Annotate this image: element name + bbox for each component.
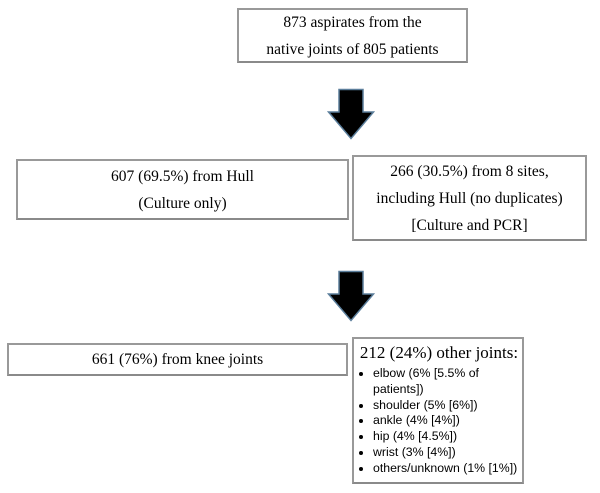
bottom-right-box-other-joints: 212 (24%) other joints: elbow (6% [5.5% … [352, 337, 524, 484]
top-box-aspirates: 873 aspirates from the native joints of … [237, 8, 468, 63]
mid-right-box-sites: 266 (30.5%) from 8 sites, including Hull… [352, 155, 587, 241]
bullet-item: hip (4% [4.5%]) [373, 429, 519, 445]
top-box-text: 873 aspirates from the native joints of … [239, 10, 466, 61]
top-box-line-1: 873 aspirates from the [283, 13, 422, 31]
mid-right-box-text: 266 (30.5%) from 8 sites, including Hull… [354, 157, 585, 239]
down-arrow-icon [327, 270, 375, 322]
mid-right-line-2: including Hull (no duplicates) [376, 189, 563, 207]
bullet-item: shoulder (5% [6%]) [373, 398, 519, 414]
bullet-item: ankle (4% [4%]) [373, 413, 519, 429]
other-joints-list: elbow (6% [5.5% of patients]) shoulder (… [359, 366, 519, 477]
mid-left-line-2: (Culture only) [138, 194, 227, 212]
mid-left-box-text: 607 (69.5%) from Hull (Culture only) [18, 161, 347, 218]
bullet-item: elbow (6% [5.5% of patients]) [373, 366, 519, 398]
bottom-left-box-text: 661 (76%) from knee joints [9, 345, 346, 374]
bullet-item: wrist (3% [4%]) [373, 445, 519, 461]
other-joints-heading: 212 (24%) other joints: [359, 343, 519, 362]
mid-left-line-1: 607 (69.5%) from Hull [111, 167, 254, 185]
bottom-left-line-1: 661 (76%) from knee joints [91, 351, 264, 368]
bottom-left-box-knee: 661 (76%) from knee joints [7, 343, 348, 376]
mid-right-line-1: 266 (30.5%) from 8 sites, [390, 162, 549, 180]
down-arrow-icon [327, 88, 375, 140]
mid-left-box-hull: 607 (69.5%) from Hull (Culture only) [16, 159, 349, 220]
top-box-line-2: native joints of 805 patients [266, 40, 439, 58]
bullet-item: others/unknown (1% [1%]) [373, 461, 519, 477]
mid-right-line-3: [Culture and PCR] [411, 216, 528, 234]
